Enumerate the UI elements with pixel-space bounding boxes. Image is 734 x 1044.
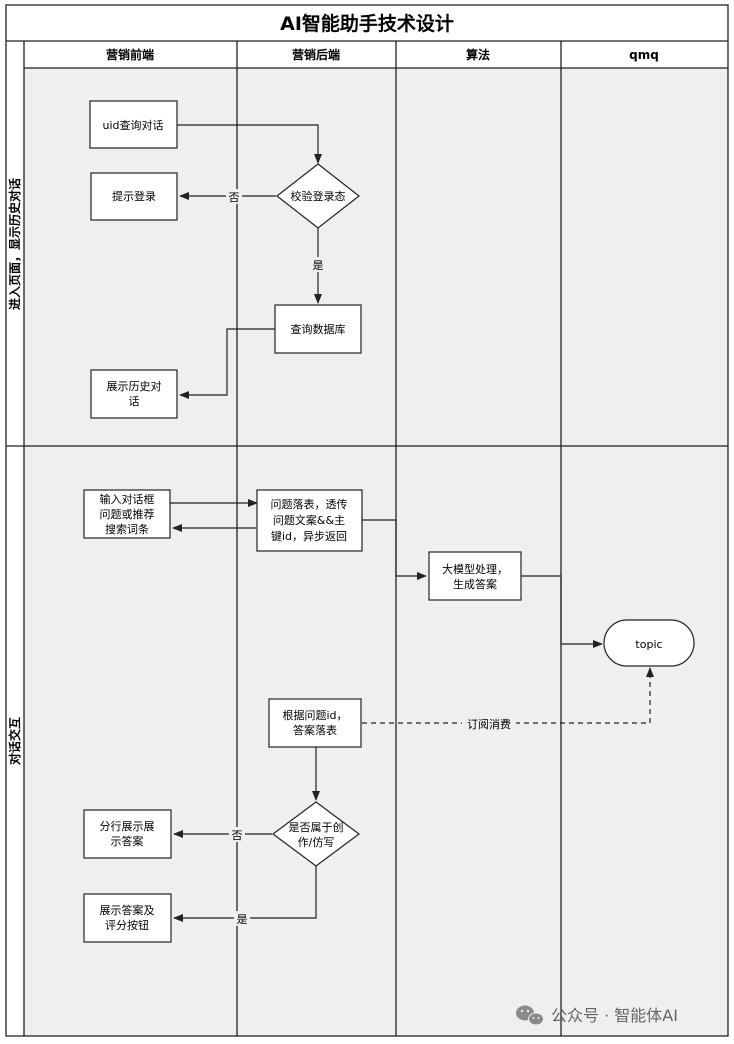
node-question-store: 问题落表，透传 问题文案&&主 键id，异步返回 xyxy=(256,489,363,552)
node-llm-process: 大模型处理， 生成答案 xyxy=(428,551,522,601)
label-subscribe: 订阅消费 xyxy=(467,717,511,731)
lane-header-algorithm: 算法 xyxy=(466,47,490,62)
node-llm-process-line2: 生成答案 xyxy=(453,577,497,591)
wechat-icon xyxy=(516,1005,544,1026)
phase-label-enter-page: 进入页面，显示历史对话 xyxy=(7,178,22,310)
edge-labels: 否 是 否 是 订阅消费 xyxy=(226,189,516,926)
node-query-db: 查询数据库 xyxy=(274,304,362,354)
label-yes-login: 是 xyxy=(313,259,324,272)
watermark: 公众号 · 智能体AI xyxy=(516,1005,678,1026)
edge-uid-to-check xyxy=(177,124,322,164)
node-prompt-login-text: 提示登录 xyxy=(112,189,156,203)
node-topic-text: topic xyxy=(635,638,662,651)
node-input-box: 输入对话框 问题或推荐 搜索词条 xyxy=(83,489,171,539)
node-input-box-line3: 搜索词条 xyxy=(105,522,149,536)
label-no-login: 否 xyxy=(229,191,240,204)
node-check-login: 校验登录态 xyxy=(276,163,360,229)
node-is-creation-line1: 是否属于创 xyxy=(289,821,344,834)
watermark-text: 公众号 · 智能体AI xyxy=(551,1006,678,1025)
node-show-lines-line1: 分行展示展 xyxy=(100,820,155,833)
node-uid-query-text: uid查询对话 xyxy=(102,118,163,132)
node-is-creation-line2: 作/仿写 xyxy=(298,836,335,849)
node-answer-store-line2: 答案落表 xyxy=(293,723,337,737)
diagram-title: AI智能助手技术设计 xyxy=(280,12,454,35)
node-check-login-text: 校验登录态 xyxy=(291,189,346,203)
node-input-box-line2: 问题或推荐 xyxy=(100,507,155,521)
node-prompt-login: 提示登录 xyxy=(90,172,178,221)
node-show-lines: 分行展示展 示答案 xyxy=(83,809,172,859)
node-show-rating-line1: 展示答案及 xyxy=(100,903,155,917)
edge-subscribe xyxy=(362,667,654,724)
node-show-lines-line2: 示答案 xyxy=(111,834,144,848)
node-llm-process-line1: 大模型处理， xyxy=(442,562,508,576)
node-topic: topic xyxy=(603,619,695,667)
node-is-creation: 是否属于创 作/仿写 xyxy=(271,801,361,867)
edge-decision-to-rating xyxy=(173,866,317,922)
node-show-rating: 展示答案及 评分按钮 xyxy=(83,893,172,943)
node-query-db-text: 查询数据库 xyxy=(291,322,346,336)
node-answer-store-line1: 根据问题id， xyxy=(282,708,347,722)
node-question-store-line3: 键id，异步返回 xyxy=(271,529,347,543)
node-show-rating-line2: 评分按钮 xyxy=(105,918,149,932)
node-answer-store: 根据问题id， 答案落表 xyxy=(268,698,362,748)
lane-header-marketing-frontend: 营销前端 xyxy=(106,47,154,62)
edge-db-to-history xyxy=(179,328,275,399)
lane-header-marketing-backend: 营销后端 xyxy=(292,47,340,62)
edge-store-to-llm xyxy=(362,519,427,580)
node-uid-query: uid查询对话 xyxy=(89,100,178,149)
swimlane-body xyxy=(24,68,728,1036)
node-question-store-line2: 问题文案&&主 xyxy=(273,513,345,527)
node-show-history-line2: 话 xyxy=(129,395,140,408)
phase-label-dialog: 对话交互 xyxy=(7,717,22,765)
node-input-box-line1: 输入对话框 xyxy=(100,492,155,506)
edge-llm-to-topic xyxy=(521,575,603,648)
lane-header-row xyxy=(24,41,728,68)
node-question-store-line1: 问题落表，透传 xyxy=(271,497,348,511)
lane-header-qmq: qmq xyxy=(629,48,659,62)
label-yes-creation: 是 xyxy=(237,913,248,926)
node-show-history: 展示历史对 话 xyxy=(90,369,178,419)
phase-column xyxy=(6,41,24,1036)
node-show-history-line1: 展示历史对 xyxy=(107,379,162,393)
label-no-creation: 否 xyxy=(232,829,243,842)
